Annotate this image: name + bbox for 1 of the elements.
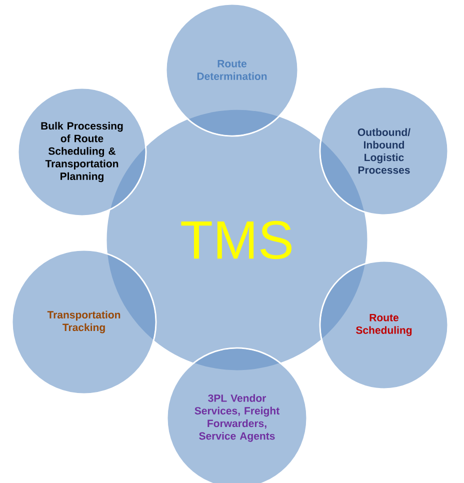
node-label: 3PL Vendor Services, Freight Forwarders, Service Agents <box>194 394 280 442</box>
